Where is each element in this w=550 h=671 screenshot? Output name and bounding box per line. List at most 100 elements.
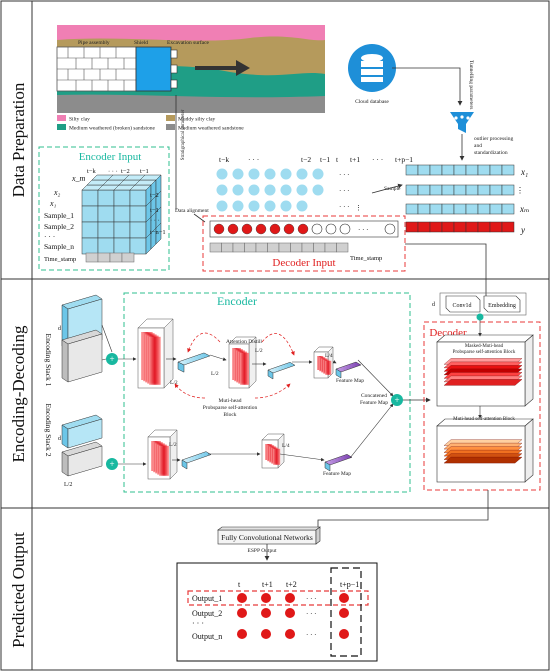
matrix-cell-y — [453, 221, 467, 233]
encoder-input-cube — [81, 174, 162, 255]
matrix-cell-x1 — [489, 164, 503, 176]
sequence-circle — [248, 184, 260, 196]
matrix-cell-xm — [489, 203, 503, 215]
cube-x2-label: x₂ — [53, 188, 61, 197]
output-time-label: t+p−1 — [340, 580, 359, 589]
enc2-feature-map — [324, 454, 353, 466]
decoder-d-label: d — [432, 302, 435, 308]
cube-front-cell — [97, 189, 115, 207]
output-box — [176, 562, 378, 662]
cube-front-cell — [129, 237, 147, 255]
pipe-segment-lines — [57, 47, 136, 91]
outlier-label-2: and — [474, 143, 482, 149]
encoder-flow-arrow — [332, 360, 337, 364]
stack1-merge-line-b — [101, 358, 107, 361]
shield-label: Shield — [134, 40, 148, 46]
output-cell — [261, 629, 271, 639]
sequence-circle — [264, 184, 276, 196]
sequence-circle — [264, 200, 276, 212]
matrix-cell-x2 — [429, 184, 443, 196]
matrix-cell-y — [429, 221, 443, 233]
decoder-blocks — [436, 320, 534, 483]
sample-label-1: Sample_1 — [44, 211, 74, 220]
matrix-cell-xm — [501, 203, 515, 215]
matrix-cell-x1 — [465, 164, 479, 176]
output-cell — [261, 593, 271, 603]
espp-output-label: ESPP Output — [248, 548, 277, 554]
enc1-attn-block-2-layer — [240, 352, 249, 385]
sample-arrow — [371, 183, 403, 194]
legend-label-0: Silty clay — [69, 117, 90, 123]
outlier-label-3: standardization — [474, 150, 508, 156]
conv-embedding-group — [439, 292, 527, 321]
size-label: L/2 — [169, 442, 177, 448]
output-cell — [261, 608, 271, 618]
matrix-label-x1: x₁ — [520, 167, 528, 177]
sequence-circle — [296, 168, 308, 180]
output-time-label: t+2 — [286, 580, 297, 589]
enc1-distill-2-end — [267, 369, 274, 380]
section-label-data-preparation: Data Preparation — [9, 82, 28, 197]
matrix-cell-xm — [465, 203, 479, 215]
matrix-cell-xm — [441, 203, 455, 215]
cutter-head-3 — [170, 79, 178, 89]
cube-t-label-2: t−2 — [121, 168, 130, 175]
masked-block-label-1: Masked-Muti-head — [465, 344, 504, 349]
matrix-label-y: y — [520, 225, 525, 235]
cutter-head-1 — [170, 49, 178, 59]
matrix-cell-y — [441, 221, 455, 233]
concat-map-label-1: Concatened — [361, 393, 387, 399]
decoder-box — [423, 321, 541, 491]
matrix-cell-xm — [453, 203, 467, 215]
decoder-timestamp-bar — [209, 242, 349, 253]
cutter-head-2 — [170, 64, 178, 74]
decoder-token-known — [241, 223, 253, 235]
stack1-add-node — [106, 353, 118, 365]
decoder-timestamp-cell — [244, 242, 257, 253]
decoder-token-known — [213, 223, 225, 235]
encoder-title: Encoder — [217, 294, 257, 308]
output-cell — [237, 593, 247, 603]
sequence-time-label: t−2 — [301, 155, 311, 164]
decoder-token-frame — [209, 220, 399, 238]
sequence-circle — [264, 168, 276, 180]
multihead-pointer-arrow — [174, 383, 206, 399]
decoder-input-title: Decoder Input — [272, 257, 335, 269]
cloud-database-icon — [348, 44, 396, 92]
sequence-time-label: · · · — [372, 155, 383, 164]
multihead-pointer-arrow — [254, 383, 291, 399]
matrix-cell-y — [465, 221, 479, 233]
encoder-timestamp-label: Time_stamp — [44, 256, 76, 263]
encoding-stack-1-label: Encoding Stack 1 — [44, 334, 53, 387]
size-label: L/2 — [255, 348, 263, 354]
decoder-masked-block-top — [436, 334, 534, 343]
sequence-time-label: t+p−1 — [395, 155, 413, 164]
cube-row-label-0: t−2 — [150, 192, 159, 199]
decoder-timestamp-cell — [278, 242, 291, 253]
stack2-input-prisms — [61, 414, 103, 477]
sequence-circle — [232, 168, 244, 180]
legend-label-2: Medium weathered (broken) sandstone — [69, 125, 156, 132]
decoder-cross-block-side — [524, 418, 534, 483]
output-row-dots: · · · — [306, 631, 317, 639]
cube-row-label-3: t−n−1 — [150, 229, 166, 236]
decoder-add-node — [476, 313, 484, 321]
section-label-encoding-decoding: Encoding-Decoding — [9, 325, 28, 462]
output-column-highlight — [330, 567, 362, 657]
legend-label-1: Muddy silty clay — [178, 117, 216, 123]
decoder-token-masked — [311, 223, 323, 235]
arrow-db-to-filter — [392, 67, 463, 106]
data-alignment-arrow — [193, 213, 206, 223]
sequence-circle — [280, 168, 292, 180]
cube-front-cell — [97, 205, 115, 223]
matrix-cell-x1 — [417, 164, 431, 176]
enc1-distill-2 — [267, 362, 296, 374]
concat-map-label-2: Feature Map — [360, 400, 388, 406]
encoder-input-box — [38, 146, 170, 271]
decoder-timestamp-cell — [313, 242, 326, 253]
stack1-input-prisms — [61, 294, 103, 383]
output-cell — [237, 629, 247, 639]
cube-front-cell — [113, 205, 131, 223]
output-row-dots: · · · — [306, 610, 317, 618]
